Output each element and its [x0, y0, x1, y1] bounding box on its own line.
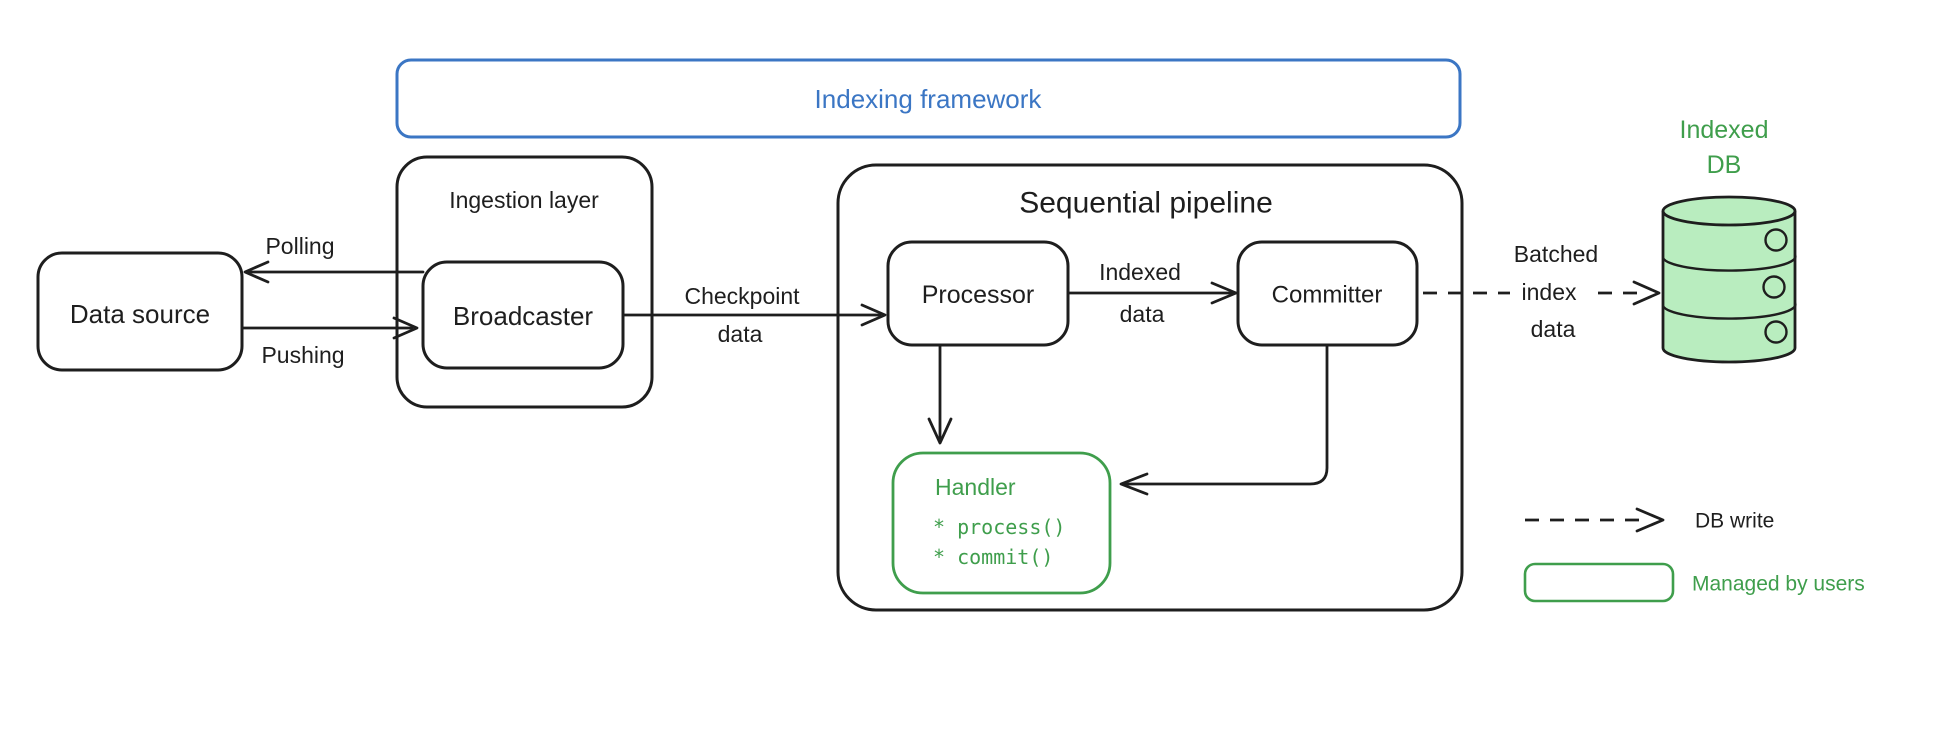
checkpoint-label-line1: Checkpoint	[684, 283, 800, 309]
committer-to-handler-head	[1119, 472, 1149, 496]
batched-index-label-line3: data	[1531, 316, 1576, 342]
data-source-box	[36, 251, 244, 372]
data-source-label: Data source	[70, 299, 210, 329]
legend-managed-label: Managed by users	[1692, 573, 1865, 596]
handler-method-commit: * commit()	[933, 545, 1053, 569]
db-dot-3	[1764, 320, 1788, 344]
db-cylinder-divider-2	[1661, 302, 1797, 320]
db-dot-1	[1764, 228, 1788, 252]
polling-label: Polling	[265, 233, 334, 259]
sequential-pipeline-label: Sequential pipeline	[1019, 187, 1273, 220]
batched-index-label-line2: index	[1522, 279, 1577, 305]
db-dot-2	[1762, 275, 1786, 299]
indexed-db-label-line1: Indexed	[1680, 116, 1769, 144]
batched-index-label-line1: Batched	[1514, 241, 1598, 267]
legend-db-write-head	[1635, 507, 1665, 533]
db-cylinder-body	[1661, 211, 1797, 364]
indexing-framework-box	[395, 58, 1462, 139]
checkpoint-arrow-head	[860, 303, 887, 327]
batched-index-label-bg	[1510, 277, 1588, 308]
checkpoint-label-line2: data	[718, 321, 763, 347]
legend-db-write-label: DB write	[1695, 510, 1774, 533]
pushing-label: Pushing	[261, 342, 344, 368]
handler-method-process: * process()	[933, 515, 1065, 539]
sequential-pipeline-box	[836, 163, 1464, 612]
ingestion-layer-box	[395, 155, 654, 409]
ingestion-layer-label: Ingestion layer	[449, 187, 599, 213]
indexed-db-cylinder	[1661, 195, 1797, 364]
processor-to-handler-head	[927, 417, 953, 445]
pushing-arrow-head	[392, 316, 419, 340]
broadcaster-label: Broadcaster	[453, 301, 594, 331]
indexed-data-label-line2: data	[1120, 301, 1165, 327]
indexed-data-label-line1: Indexed	[1099, 259, 1181, 285]
committer-to-handler-line	[1124, 343, 1329, 486]
indexed-db-label-line2: DB	[1707, 151, 1742, 179]
legend-managed-box	[1523, 562, 1675, 603]
handler-label: Handler	[935, 474, 1016, 500]
batched-index-arrow-head	[1632, 280, 1661, 306]
committer-label: Committer	[1272, 282, 1383, 309]
indexed-data-arrow-head	[1210, 281, 1238, 305]
db-cylinder-top	[1661, 195, 1797, 227]
db-cylinder-divider-1	[1661, 254, 1797, 272]
processor-label: Processor	[922, 281, 1035, 309]
polling-arrow-head	[243, 260, 270, 284]
indexing-framework-title: Indexing framework	[815, 84, 1043, 114]
handler-box	[891, 451, 1112, 595]
